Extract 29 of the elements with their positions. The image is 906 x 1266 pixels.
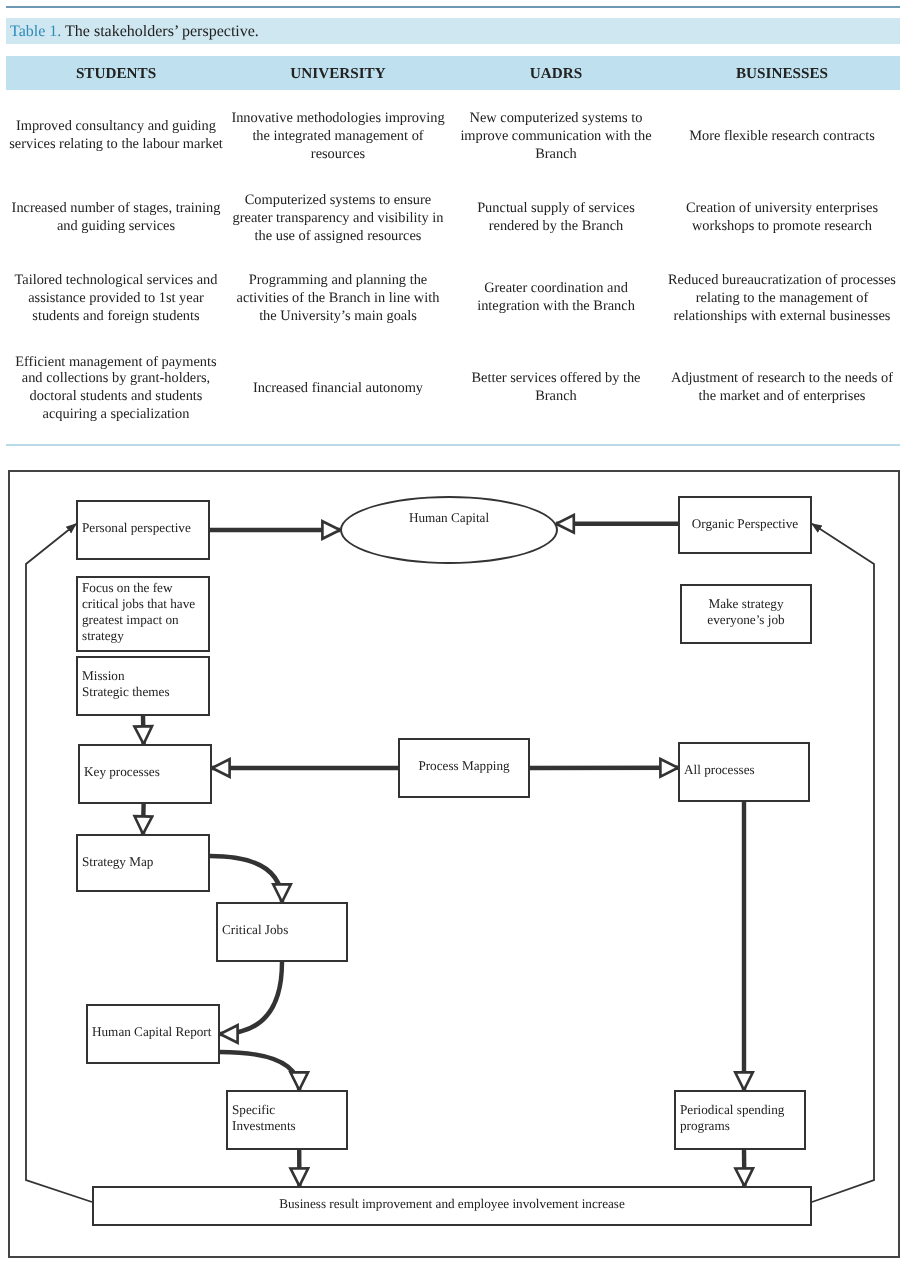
arrow xyxy=(25,523,93,1203)
process-box xyxy=(674,1090,806,1150)
process-box xyxy=(398,738,530,798)
block-arrow xyxy=(289,1150,310,1188)
process-box xyxy=(680,584,812,644)
table-caption: Table 1. The stakeholders’ perspective. xyxy=(6,18,900,44)
block-arrow xyxy=(218,961,285,1044)
block-arrow xyxy=(210,519,342,541)
process-box xyxy=(678,496,812,554)
arrow xyxy=(811,522,875,1203)
process-box xyxy=(78,744,212,804)
process-box xyxy=(216,902,348,962)
process-box xyxy=(76,834,210,892)
block-arrow xyxy=(133,803,154,836)
process-box xyxy=(678,742,810,802)
process-box xyxy=(226,1090,348,1150)
process-box xyxy=(86,1004,220,1064)
block-arrow xyxy=(209,853,291,904)
block-arrow xyxy=(219,1049,308,1092)
block-arrow xyxy=(734,1149,755,1188)
process-box xyxy=(92,1186,812,1226)
process-box xyxy=(76,656,210,716)
block-arrow xyxy=(133,715,154,746)
block-arrow xyxy=(530,757,680,778)
block-arrow xyxy=(210,757,398,779)
block-arrow xyxy=(554,513,678,534)
process-box xyxy=(76,500,210,560)
block-arrow xyxy=(733,802,755,1092)
process-box xyxy=(76,576,210,652)
